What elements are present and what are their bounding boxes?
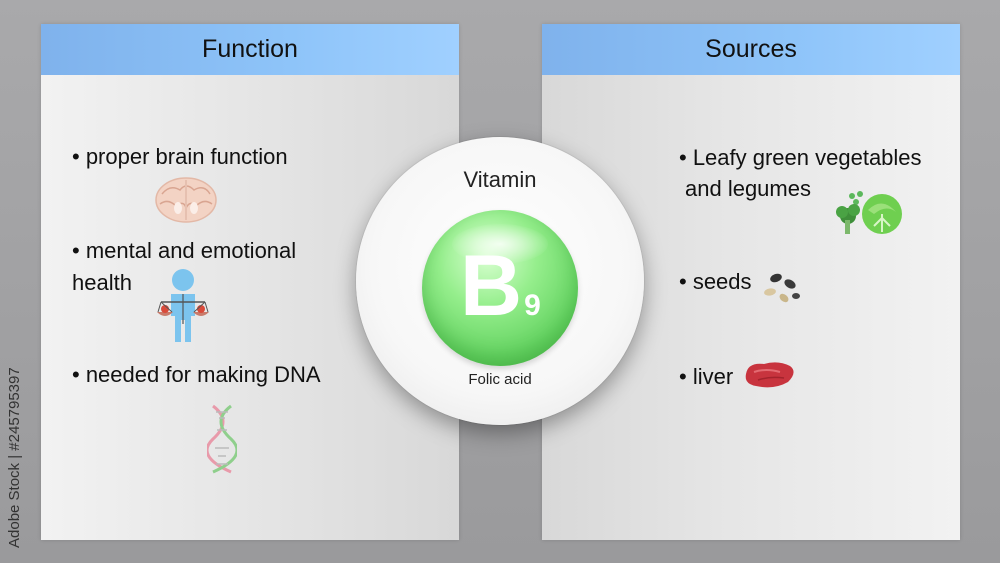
vitamin-subscript: 9 [524,289,541,322]
vitamin-badge: Vitamin B9 Folic acid [356,137,644,425]
sources-item-seeds: • seeds [679,269,752,294]
vitamin-sphere: B9 [422,210,578,366]
broccoli-cabbage-icon [836,191,902,234]
vitamin-label: Vitamin [463,167,537,192]
liver-icon [745,362,794,388]
sources-item-liver: • liver [679,364,734,389]
function-item-dna: • needed for making DNA [72,362,321,387]
balance-person-icon [157,269,209,342]
stock-watermark: Adobe Stock | #245795397 [6,367,23,548]
sources-item-leafy: • Leafy green vegetables [679,145,922,170]
vitamin-symbol: B9 [460,236,541,356]
brain-icon [155,177,217,223]
dna-icon [207,404,237,474]
function-item-mental: • mental and emotional [72,238,297,263]
function-item-mental-line2: health [72,270,132,295]
folic-acid-label: Folic acid [468,371,532,388]
function-header: Function [41,24,459,75]
sphere-highlight [452,224,548,264]
vitamin-letter: B [460,238,523,334]
function-item-brain: • proper brain function [72,144,288,169]
sources-item-leafy-line2: and legumes [685,176,811,201]
sources-header: Sources [542,24,960,75]
seeds-icon [764,273,800,303]
